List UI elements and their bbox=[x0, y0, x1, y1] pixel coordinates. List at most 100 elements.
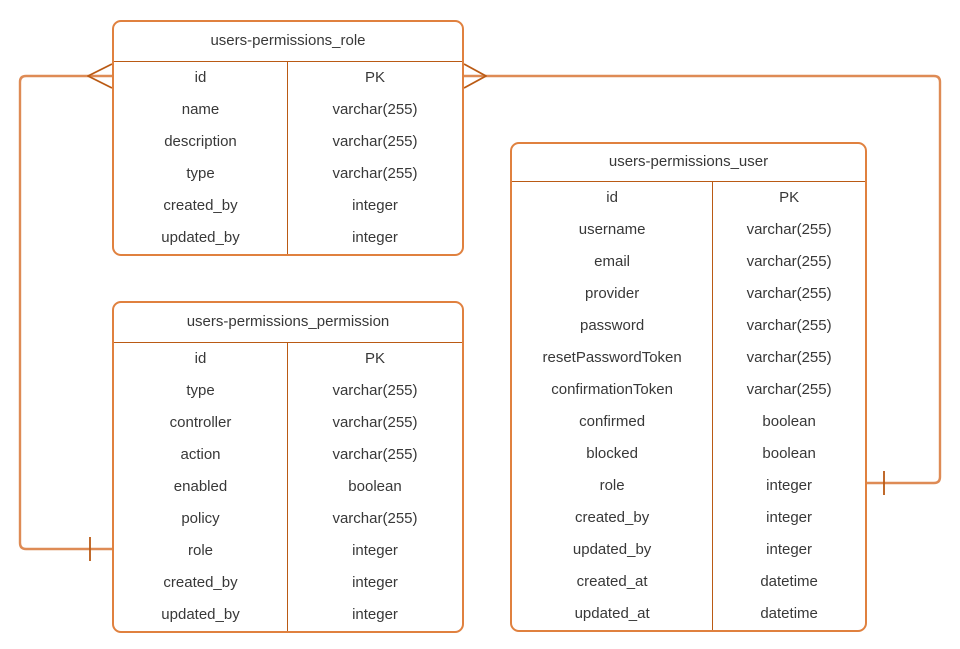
field-type-cell: varchar(255) bbox=[332, 510, 418, 527]
field-name-cell: role bbox=[114, 535, 288, 567]
table-row: confirmationToken varchar(255) bbox=[512, 374, 865, 406]
field-type-cell: PK bbox=[364, 69, 385, 86]
relationship-role-user bbox=[463, 63, 942, 495]
table-row: id PK bbox=[512, 182, 865, 214]
field-type-cell: PK bbox=[779, 189, 800, 206]
field-type-cell: varchar(255) bbox=[332, 414, 418, 431]
field-name-cell: description bbox=[114, 126, 288, 158]
table-row: policy varchar(255) bbox=[114, 503, 462, 535]
field-type-cell: datetime bbox=[760, 605, 818, 622]
field-type-cell: integer bbox=[352, 229, 398, 246]
field-name-cell: updated_at bbox=[512, 598, 714, 630]
table-body: id PK name varchar(255) description varchar(2… bbox=[114, 62, 462, 254]
field-type-cell: varchar(255) bbox=[746, 381, 832, 398]
field-name-cell: policy bbox=[114, 503, 288, 535]
field-type-cell: varchar(255) bbox=[332, 133, 418, 150]
field-type-cell: boolean bbox=[348, 478, 402, 495]
table-users-permissions-permission: users-permissions_permission id PK type var… bbox=[112, 301, 464, 633]
table-body: id PK type varchar(255) controller varchar(25… bbox=[114, 343, 462, 631]
field-name-cell: role bbox=[512, 470, 714, 502]
relationship-role-permission bbox=[18, 63, 113, 561]
field-name-cell: type bbox=[114, 158, 288, 190]
relationship-line bbox=[464, 74, 942, 485]
table-row: role integer bbox=[512, 470, 865, 502]
table-row: enabled boolean bbox=[114, 471, 462, 503]
table-row: controller varchar(255) bbox=[114, 407, 462, 439]
table-title: users-permissions_role bbox=[114, 22, 462, 62]
table-title: users-permissions_permission bbox=[114, 303, 462, 343]
table-row: username varchar(255) bbox=[512, 214, 865, 246]
field-type-cell: integer bbox=[352, 606, 398, 623]
field-name-cell: username bbox=[512, 214, 714, 246]
table-title: users-permissions_user bbox=[512, 144, 865, 182]
field-type-cell: varchar(255) bbox=[332, 165, 418, 182]
field-name-cell: resetPasswordToken bbox=[512, 342, 714, 374]
field-type-cell: integer bbox=[766, 541, 813, 558]
table-body: id PK username varchar(255) email varchar(255… bbox=[512, 182, 865, 630]
field-name-cell: provider bbox=[512, 278, 714, 310]
table-row: created_by integer bbox=[512, 502, 865, 534]
table-row: name varchar(255) bbox=[114, 94, 462, 126]
field-name-cell: blocked bbox=[512, 438, 714, 470]
table-row: role integer bbox=[114, 535, 462, 567]
field-name-cell: password bbox=[512, 310, 714, 342]
field-type-cell: PK bbox=[364, 350, 385, 367]
field-type-cell: integer bbox=[352, 542, 398, 559]
field-type-cell: datetime bbox=[760, 573, 818, 590]
field-name-cell: id bbox=[512, 182, 714, 214]
field-name-cell: type bbox=[114, 375, 288, 407]
table-row: created_by integer bbox=[114, 190, 462, 222]
field-name-cell: email bbox=[512, 246, 714, 278]
field-name-cell: name bbox=[114, 94, 288, 126]
table-row: password varchar(255) bbox=[512, 310, 865, 342]
field-name-cell: updated_by bbox=[114, 222, 288, 254]
field-type-cell: integer bbox=[766, 477, 813, 494]
relationship-line bbox=[18, 74, 112, 551]
table-row: confirmed boolean bbox=[512, 406, 865, 438]
field-type-cell: integer bbox=[766, 509, 813, 526]
field-type-cell: varchar(255) bbox=[332, 446, 418, 463]
field-type-cell: varchar(255) bbox=[332, 101, 418, 118]
table-row: updated_by integer bbox=[114, 599, 462, 631]
table-row: description varchar(255) bbox=[114, 126, 462, 158]
table-row: updated_by integer bbox=[512, 534, 865, 566]
table-users-permissions-user: users-permissions_user id PK username varch… bbox=[510, 142, 867, 632]
field-name-cell: id bbox=[114, 343, 288, 375]
field-type-cell: varchar(255) bbox=[746, 317, 832, 334]
field-name-cell: created_at bbox=[512, 566, 714, 598]
field-name-cell: created_by bbox=[512, 502, 714, 534]
table-row: created_by integer bbox=[114, 567, 462, 599]
field-name-cell: action bbox=[114, 439, 288, 471]
field-type-cell: varchar(255) bbox=[746, 285, 832, 302]
crow-foot-many-icon bbox=[87, 63, 113, 89]
field-type-cell: varchar(255) bbox=[332, 382, 418, 399]
field-name-cell: confirmed bbox=[512, 406, 714, 438]
table-row: id PK bbox=[114, 343, 462, 375]
table-row: updated_by integer bbox=[114, 222, 462, 254]
field-name-cell: updated_by bbox=[114, 599, 288, 631]
field-name-cell: controller bbox=[114, 407, 288, 439]
table-row: updated_at datetime bbox=[512, 598, 865, 630]
field-name-cell: confirmationToken bbox=[512, 374, 714, 406]
table-row: id PK bbox=[114, 62, 462, 94]
field-name-cell: created_by bbox=[114, 190, 288, 222]
field-type-cell: varchar(255) bbox=[746, 253, 832, 270]
field-type-cell: boolean bbox=[762, 413, 816, 430]
field-type-cell: integer bbox=[352, 197, 398, 214]
table-row: provider varchar(255) bbox=[512, 278, 865, 310]
field-name-cell: enabled bbox=[114, 471, 288, 503]
field-name-cell: updated_by bbox=[512, 534, 714, 566]
field-name-cell: id bbox=[114, 62, 288, 94]
field-type-cell: varchar(255) bbox=[746, 221, 832, 238]
table-row: email varchar(255) bbox=[512, 246, 865, 278]
field-type-cell: integer bbox=[352, 574, 398, 591]
table-row: created_at datetime bbox=[512, 566, 865, 598]
field-name-cell: created_by bbox=[114, 567, 288, 599]
table-row: type varchar(255) bbox=[114, 158, 462, 190]
crow-foot-many-icon bbox=[463, 63, 487, 89]
table-row: type varchar(255) bbox=[114, 375, 462, 407]
